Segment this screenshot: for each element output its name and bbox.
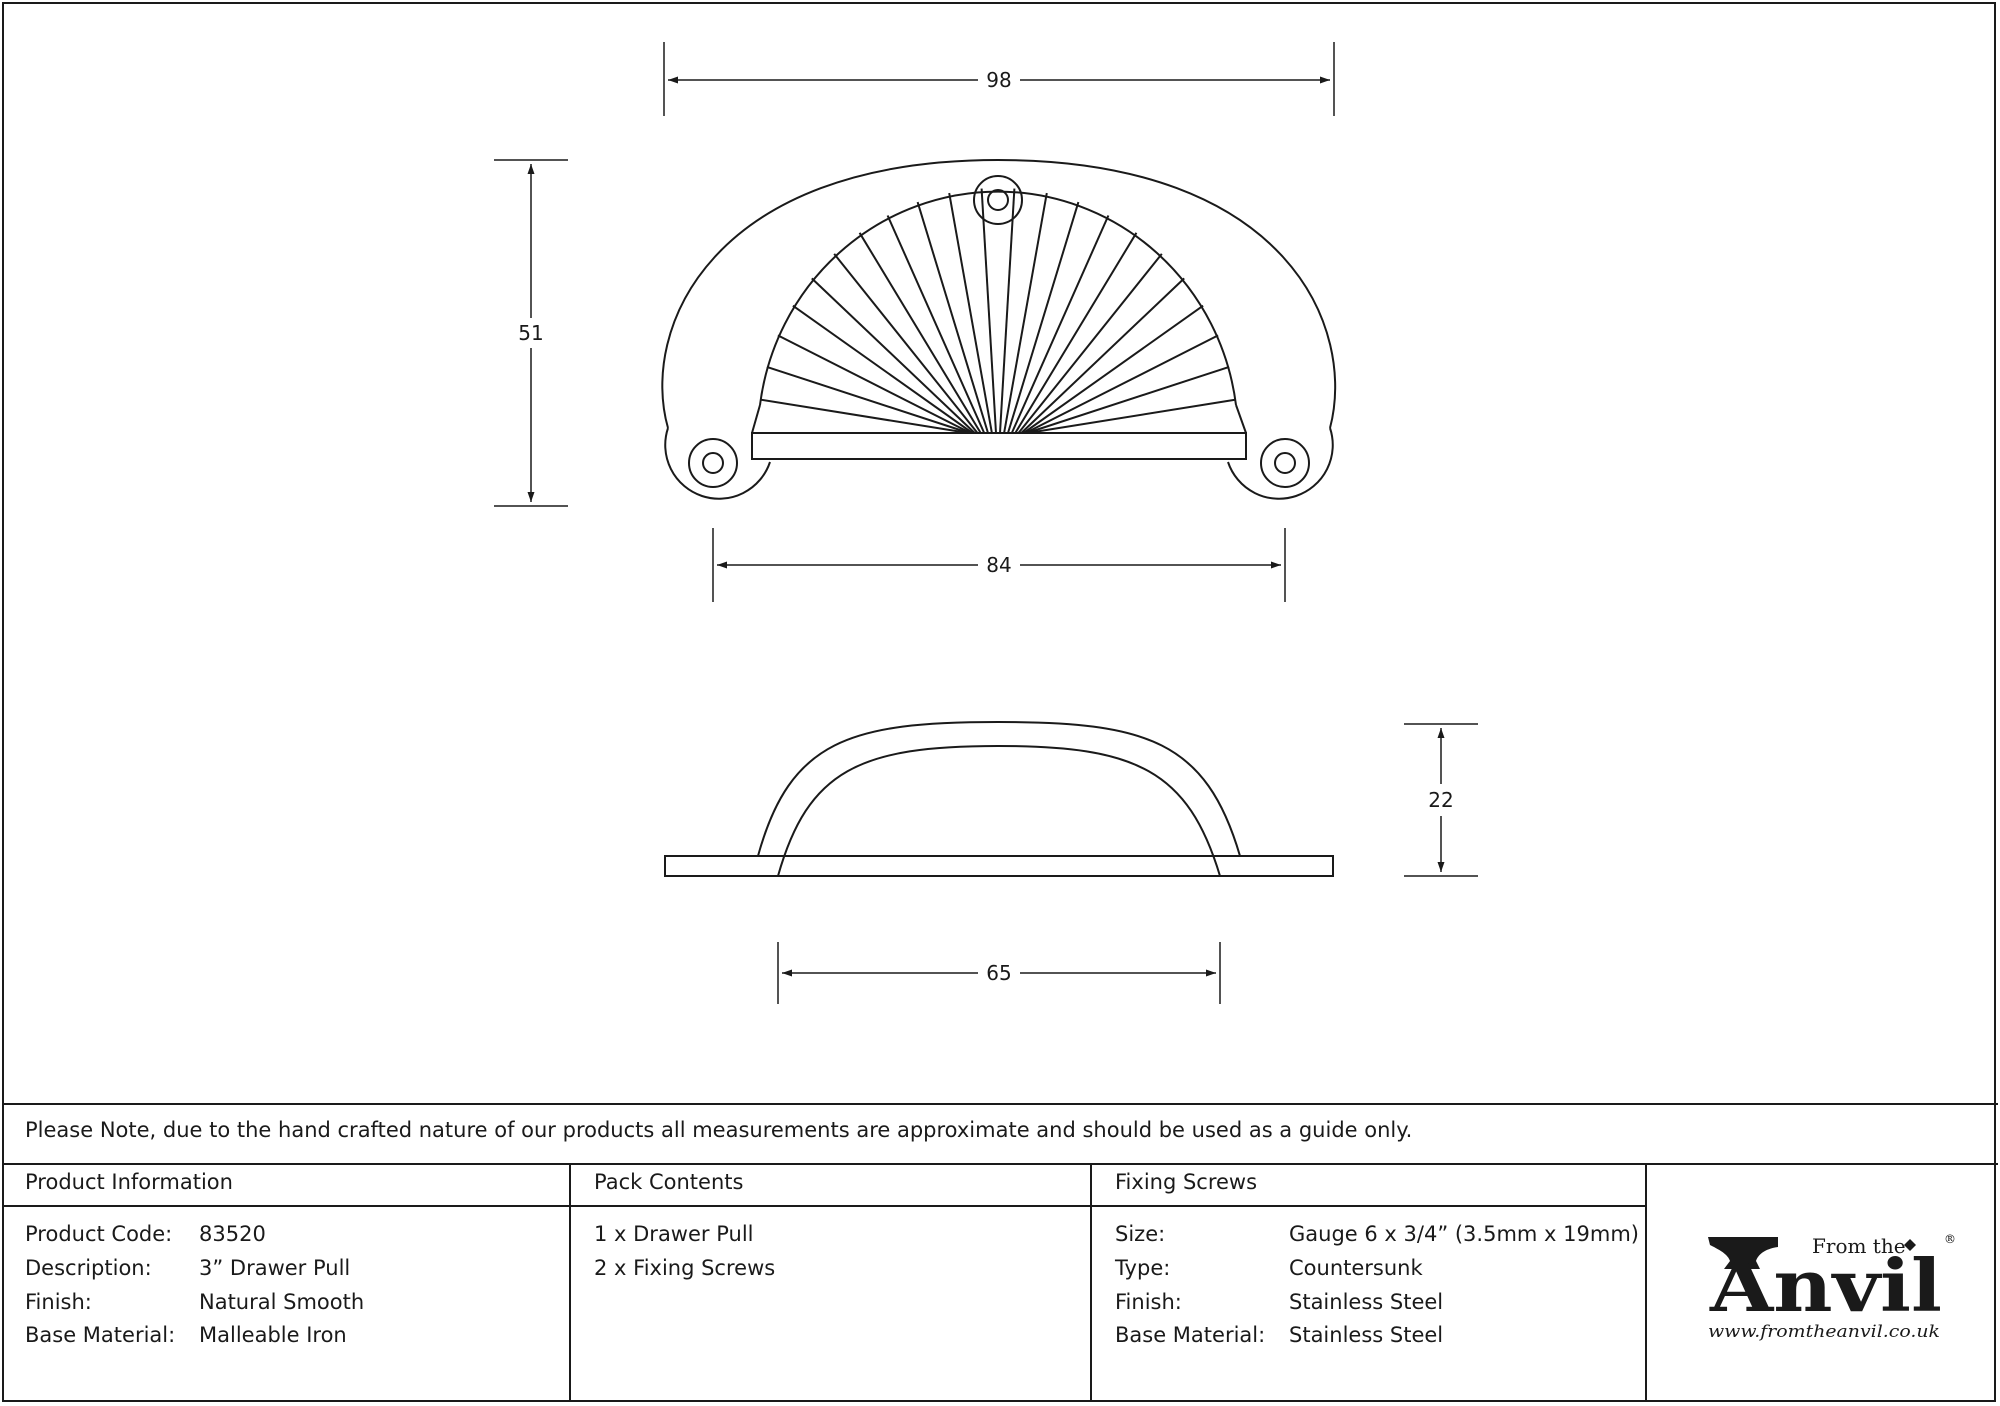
dim-inner-width: 65 — [986, 961, 1011, 985]
screw-size-value: Gauge 6 x 3/4” (3.5mm x 19mm) — [1289, 1222, 1639, 1246]
fan-rib — [980, 188, 997, 434]
fan-rib — [858, 232, 982, 434]
fan-rib — [811, 277, 976, 434]
logo-diamond — [1904, 1239, 1916, 1251]
finish-label: Finish: — [25, 1290, 92, 1314]
screw-finish-label: Finish: — [1115, 1290, 1182, 1314]
fan-rib — [1020, 277, 1185, 434]
fan-rib — [1003, 192, 1048, 434]
fan-rib — [1017, 253, 1163, 434]
fan-rib — [792, 304, 973, 434]
fan-rib — [760, 398, 969, 434]
screw-material-value: Stainless Steel — [1289, 1323, 1444, 1347]
logo-url: www.fromtheanvil.co.uk — [1708, 1322, 1940, 1342]
dim-height: 51 — [518, 321, 543, 345]
product-info-heading: Product Information — [25, 1170, 233, 1194]
fan-rib — [1023, 304, 1204, 434]
fan-rib — [1026, 365, 1230, 434]
dimension-lines — [494, 42, 1478, 1004]
screw-size-label: Size: — [1115, 1222, 1166, 1246]
fan-rib — [1010, 215, 1110, 434]
product-code-label: Product Code: — [25, 1222, 173, 1246]
from-the-anvil-logo: From the ® Anvil www.fromtheanvil.co.uk — [1708, 1232, 1956, 1342]
dim-width-top: 98 — [986, 68, 1011, 92]
dimension-labels: 98 51 84 22 65 — [518, 68, 1453, 985]
description-value: 3” Drawer Pull — [199, 1256, 351, 1280]
pack-item: 2 x Fixing Screws — [594, 1256, 776, 1280]
fan-rib — [766, 365, 970, 434]
fan-rib — [948, 192, 993, 434]
screw-finish-value: Stainless Steel — [1289, 1290, 1444, 1314]
pack-contents-heading: Pack Contents — [594, 1170, 744, 1194]
side-view — [664, 720, 1334, 877]
fixing-screws-heading: Fixing Screws — [1115, 1170, 1258, 1194]
screw-type-label: Type: — [1115, 1256, 1171, 1280]
finish-value: Natural Smooth — [199, 1290, 365, 1314]
fan-rib — [886, 215, 986, 434]
top-view — [661, 158, 1337, 500]
fan-rib — [1025, 334, 1219, 434]
fan-rib — [1014, 232, 1138, 434]
screw-type-value: Countersunk — [1289, 1256, 1423, 1280]
disclaimer-note: Please Note, due to the hand crafted nat… — [25, 1118, 1413, 1142]
table-grid — [2, 1103, 1998, 1402]
anvil-icon — [1708, 1237, 1778, 1269]
logo-from-the: From the — [1812, 1234, 1906, 1258]
logo-registered-mark: ® — [1944, 1232, 1956, 1246]
dim-fixing-centres: 84 — [986, 553, 1011, 577]
screw-material-label: Base Material: — [1115, 1323, 1266, 1347]
logo-anvil-word: Anvil — [1709, 1243, 1942, 1328]
fan-rib — [1007, 201, 1080, 434]
description-label: Description: — [25, 1256, 152, 1280]
base-material-label: Base Material: — [25, 1323, 176, 1347]
fan-rib — [916, 201, 989, 434]
fan-rib — [833, 253, 979, 434]
pack-item: 1 x Drawer Pull — [594, 1222, 754, 1246]
product-code-value: 83520 — [199, 1222, 266, 1246]
base-material-value: Malleable Iron — [199, 1323, 347, 1347]
fan-rib — [999, 188, 1016, 434]
dim-projection: 22 — [1428, 788, 1453, 812]
fan-rib — [1027, 398, 1236, 434]
fan-rib — [777, 334, 971, 434]
